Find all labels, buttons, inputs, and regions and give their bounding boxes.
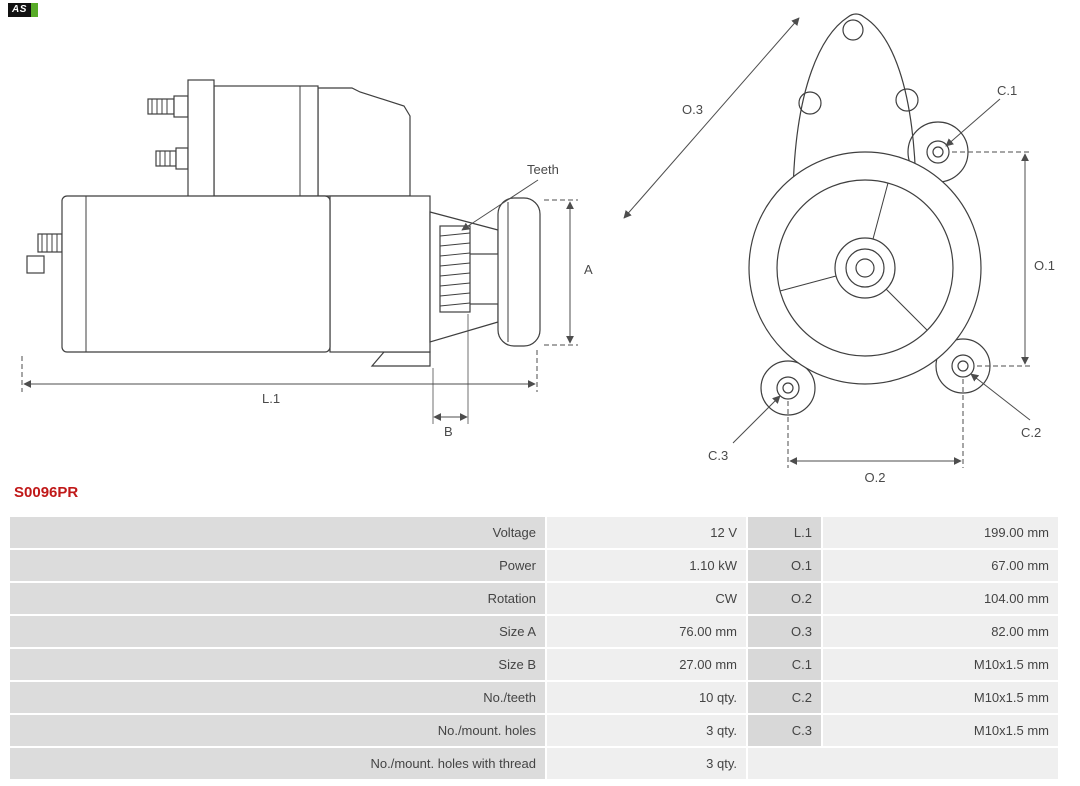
face-spokes bbox=[779, 182, 928, 331]
mounting-holes bbox=[776, 140, 975, 400]
spec-value: 1.10 kW bbox=[547, 550, 746, 581]
as-pl-logo-text: AS bbox=[8, 3, 31, 17]
spec-label: No./teeth bbox=[10, 682, 545, 713]
spec-key: C.2 bbox=[748, 682, 821, 713]
c1-leader-line bbox=[945, 98, 1001, 147]
label-a: A bbox=[584, 262, 593, 277]
spec-value: CW bbox=[547, 583, 746, 614]
drive-housing-upper bbox=[317, 87, 411, 197]
drive-end-block bbox=[329, 195, 431, 353]
front-view-dimensions bbox=[623, 17, 1032, 468]
solenoid bbox=[187, 79, 319, 199]
pinion-gear bbox=[439, 225, 471, 313]
spec-label: Voltage bbox=[10, 517, 545, 548]
spec-key: O.1 bbox=[748, 550, 821, 581]
spec-value: 76.00 mm bbox=[547, 616, 746, 647]
as-pl-logo: AS bbox=[8, 3, 38, 17]
part-number: S0096PR bbox=[14, 484, 79, 501]
spec-key: L.1 bbox=[748, 517, 821, 548]
spec-label: Rotation bbox=[10, 583, 545, 614]
label-o1: O.1 bbox=[1034, 258, 1055, 273]
spec-value2: M10x1.5 mm bbox=[823, 715, 1058, 746]
battery-terminal-stud bbox=[26, 233, 63, 274]
label-o2: O.2 bbox=[865, 470, 886, 485]
c2-leader-line bbox=[970, 373, 1031, 421]
starter-motor-technical-drawing: Teeth A L.1 B O.3 C.1 O.1 C.2 C.3 O.2 bbox=[21, 13, 1055, 485]
dimension-labels: Teeth A L.1 B O.3 C.1 O.1 C.2 C.3 O.2 bbox=[262, 83, 1055, 485]
spec-value2: 104.00 mm bbox=[823, 583, 1058, 614]
spec-key: C.1 bbox=[748, 649, 821, 680]
spec-label: No./mount. holes with thread bbox=[10, 748, 545, 779]
spec-value2: M10x1.5 mm bbox=[823, 649, 1058, 680]
shaft-hub bbox=[834, 237, 896, 299]
housing-bottom-step bbox=[370, 351, 431, 367]
spec-value2: 199.00 mm bbox=[823, 517, 1058, 548]
spec-value: 27.00 mm bbox=[547, 649, 746, 680]
label-b: B bbox=[444, 424, 453, 439]
spec-value2: M10x1.5 mm bbox=[823, 682, 1058, 713]
spec-label: Size B bbox=[10, 649, 545, 680]
spec-label: Size A bbox=[10, 616, 545, 647]
spec-key: O.3 bbox=[748, 616, 821, 647]
side-view bbox=[26, 79, 541, 367]
spec-label: Power bbox=[10, 550, 545, 581]
spec-value: 10 qty. bbox=[547, 682, 746, 713]
label-c1: C.1 bbox=[997, 83, 1017, 98]
spec-value: 3 qty. bbox=[547, 715, 746, 746]
side-view-dimensions bbox=[21, 179, 578, 424]
mounting-flange-side bbox=[497, 197, 541, 347]
teeth-leader-line bbox=[461, 179, 539, 231]
front-view bbox=[748, 13, 991, 416]
pinion-shaft bbox=[467, 253, 501, 305]
spec-value: 12 V bbox=[547, 517, 746, 548]
label-c2: C.2 bbox=[1021, 425, 1041, 440]
top-bracket-arch bbox=[792, 13, 917, 196]
housing-face bbox=[748, 151, 982, 385]
label-o3: O.3 bbox=[682, 102, 703, 117]
as-pl-logo-accent-icon bbox=[30, 3, 38, 17]
spec-value2: 67.00 mm bbox=[823, 550, 1058, 581]
motor-body bbox=[61, 195, 331, 353]
c3-leader-line bbox=[732, 395, 781, 444]
label-c3: C.3 bbox=[708, 448, 728, 463]
spec-key: O.2 bbox=[748, 583, 821, 614]
label-l1: L.1 bbox=[262, 391, 280, 406]
spec-value2: 82.00 mm bbox=[823, 616, 1058, 647]
spec-key: C.3 bbox=[748, 715, 821, 746]
label-teeth: Teeth bbox=[527, 162, 559, 177]
solenoid-terminal-studs bbox=[147, 95, 189, 170]
bracket-hole bbox=[895, 88, 919, 112]
bracket-hole bbox=[842, 19, 864, 41]
spec-label: No./mount. holes bbox=[10, 715, 545, 746]
spec-empty-cell bbox=[748, 748, 1058, 779]
dimension-line-o3 bbox=[623, 17, 800, 219]
spec-value: 3 qty. bbox=[547, 748, 746, 779]
